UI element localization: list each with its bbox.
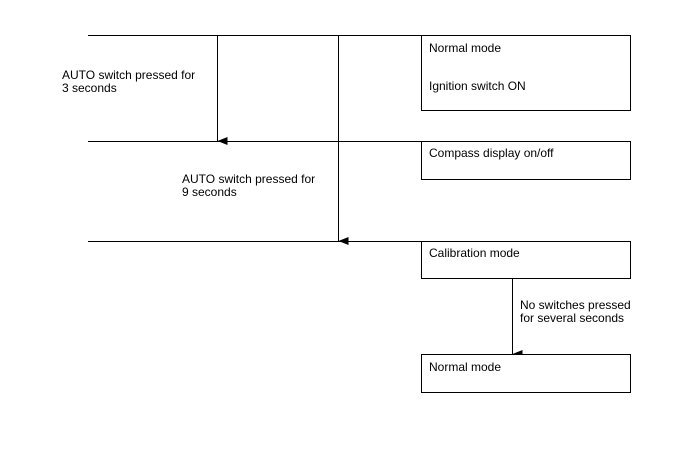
label-no-switch: No switches pressed for several seconds <box>520 299 631 325</box>
state-normal-bottom-title: Normal mode <box>429 360 502 374</box>
label-auto-9s: AUTO switch pressed for 9 seconds <box>182 173 315 199</box>
state-normal-top-subtitle: Ignition switch ON <box>429 79 526 93</box>
label-no-switch-line1: No switches pressed <box>520 298 631 312</box>
label-auto-3s: AUTO switch pressed for 3 seconds <box>62 69 195 95</box>
state-box-normal-top: Normal mode Ignition switch ON <box>421 35 631 111</box>
label-no-switch-line2: for several seconds <box>520 311 625 325</box>
label-auto-9s-line1: AUTO switch pressed for <box>182 172 316 186</box>
label-auto-3s-line2: 3 seconds <box>62 81 117 95</box>
state-normal-top-title: Normal mode <box>429 41 502 55</box>
label-auto-3s-line1: AUTO switch pressed for <box>62 68 196 82</box>
state-compass-title: Compass display on/off <box>429 146 554 160</box>
state-box-compass: Compass display on/off <box>421 141 631 180</box>
label-auto-9s-line2: 9 seconds <box>182 185 237 199</box>
state-calibration-title: Calibration mode <box>429 246 520 260</box>
state-box-normal-bottom: Normal mode <box>421 354 631 393</box>
state-box-calibration: Calibration mode <box>421 241 631 279</box>
